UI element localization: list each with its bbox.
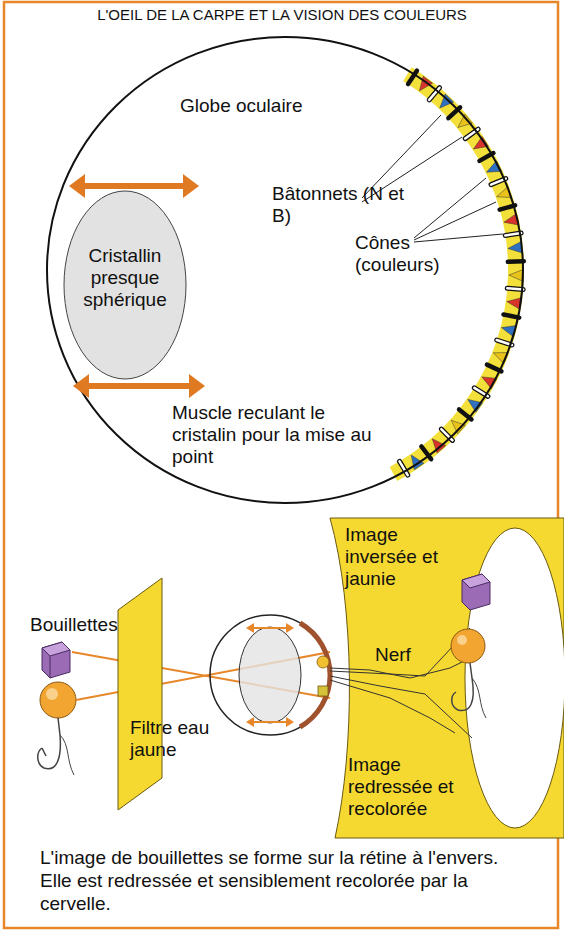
- arrow-head: [69, 174, 85, 198]
- brain: Image inversée et jaunieImage redressée …: [330, 518, 564, 838]
- filter: Filtre eau jaune: [112, 572, 237, 812]
- rod: [505, 233, 521, 235]
- cone: [451, 420, 465, 434]
- part-label: Bâtonnets (N et B): [272, 183, 412, 227]
- lens: Cristallin presque sphérique: [63, 190, 187, 380]
- rod: [505, 233, 521, 235]
- node-text: Muscle reculant le cristalin pour la mis…: [172, 402, 387, 468]
- rod: [500, 205, 515, 209]
- eyeball-outline: [47, 37, 523, 503]
- node-text: Image redressée et recolorée: [348, 754, 478, 820]
- arrow-head: [183, 174, 199, 198]
- node-text: Image inversée et jaunie: [345, 524, 455, 590]
- title: L'OEIL DE LA CARPE ET LA VISION DES COUL…: [0, 6, 564, 24]
- image-bait: [451, 574, 490, 718]
- rod: [504, 314, 520, 317]
- rod: [507, 288, 523, 289]
- double-arrow: [79, 183, 189, 189]
- node-text: Globe oculaire: [180, 95, 350, 117]
- leader-lines: [362, 115, 503, 242]
- node-text: Cristallin presque sphérique: [70, 245, 180, 311]
- arrow-head: [73, 374, 89, 398]
- eyeball: Globe oculaireMuscle reculant le cristal…: [45, 35, 525, 505]
- brain-shape: [330, 518, 564, 838]
- double-arrow: [83, 383, 195, 389]
- rod: [507, 288, 523, 289]
- rod: [441, 429, 452, 440]
- lens-outline: [64, 191, 186, 379]
- filter-shape: [118, 578, 162, 810]
- arrow-head: [189, 374, 205, 398]
- part-label: Nerf: [375, 644, 435, 666]
- cone: [508, 241, 522, 253]
- rod: [441, 429, 452, 440]
- filter-shape: [112, 572, 237, 812]
- part-label: Bouillettes: [30, 614, 160, 636]
- cone: [440, 94, 454, 108]
- part-label: Cônes (couleurs): [355, 232, 475, 276]
- vision-area: [465, 528, 564, 828]
- caption: L'image de bouillettes se forme sur la r…: [40, 846, 510, 915]
- node-text: Filtre eau jaune: [130, 717, 234, 761]
- rod: [508, 259, 524, 264]
- small-eye: [210, 615, 330, 735]
- cone: [509, 270, 523, 282]
- bait: [38, 642, 76, 775]
